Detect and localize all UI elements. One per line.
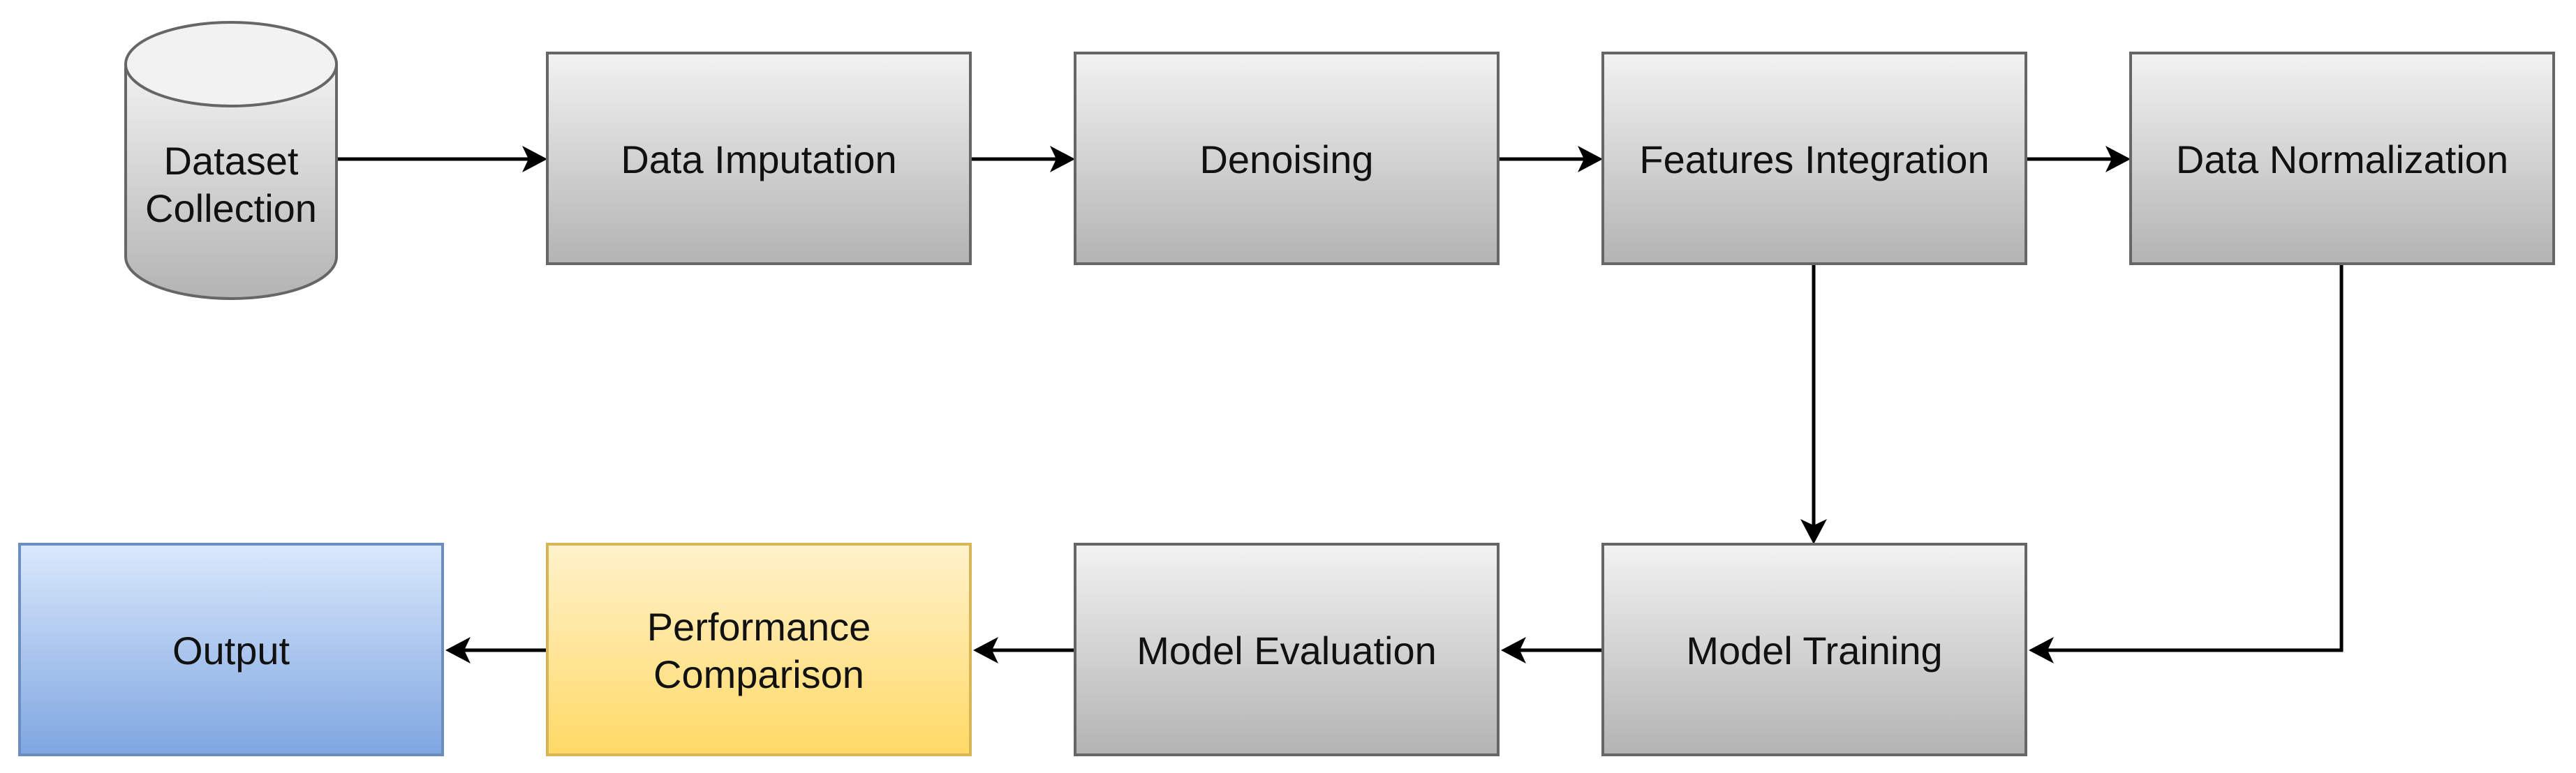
arrowhead-into-imputation xyxy=(522,146,547,172)
node-model-training[interactable]: Model Training xyxy=(1601,543,2027,756)
dataset-label-line1: Dataset xyxy=(164,139,299,183)
evaluation-label: Model Evaluation xyxy=(1137,629,1437,673)
arrowhead-into-features xyxy=(1578,146,1603,172)
comparison-label-line2: Comparison xyxy=(653,652,864,696)
node-denoising[interactable]: Denoising xyxy=(1074,52,1500,265)
normalization-label: Data Normalization xyxy=(2176,137,2508,181)
denoising-label: Denoising xyxy=(1199,137,1373,181)
node-dataset-collection[interactable]: Dataset Collection xyxy=(124,21,338,300)
output-label: Output xyxy=(172,629,290,673)
arrowhead-into-normalization xyxy=(2105,146,2131,172)
edges xyxy=(336,157,2344,652)
training-label: Model Training xyxy=(1686,629,1942,673)
features-label: Features Integration xyxy=(1639,137,1989,181)
comparison-label-line1: Performance xyxy=(647,605,871,649)
cylinder-top xyxy=(124,21,338,107)
node-output[interactable]: Output xyxy=(18,543,444,756)
node-features-integration[interactable]: Features Integration xyxy=(1601,52,2027,265)
edge-normalization-to-training xyxy=(2040,265,2344,652)
arrowhead-into-evaluation xyxy=(1501,637,1526,663)
arrowhead-into-denoising xyxy=(1050,146,1075,172)
node-data-normalization[interactable]: Data Normalization xyxy=(2129,52,2555,265)
node-model-evaluation[interactable]: Model Evaluation xyxy=(1074,543,1500,756)
node-data-imputation[interactable]: Data Imputation xyxy=(546,52,972,265)
arrowhead-into-training-top xyxy=(1800,519,1827,544)
imputation-label: Data Imputation xyxy=(621,137,896,181)
arrowhead-into-comparison xyxy=(973,637,998,663)
arrowheads xyxy=(445,146,2131,663)
dataset-label-line2: Collection xyxy=(145,186,317,230)
cylinder-body xyxy=(124,64,338,300)
arrowhead-into-training-right xyxy=(2029,637,2054,663)
arrowhead-into-output xyxy=(445,637,471,663)
node-performance-comparison[interactable]: Performance Comparison xyxy=(546,543,972,756)
